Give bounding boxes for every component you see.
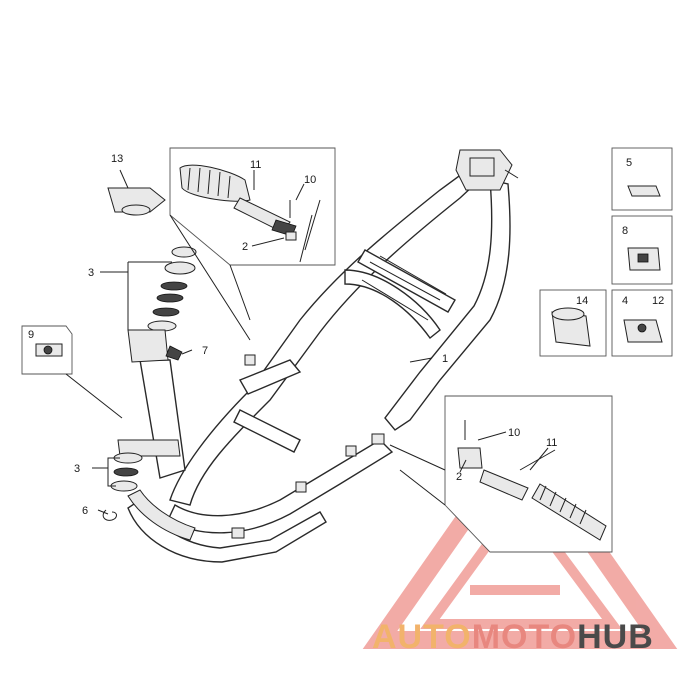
watermark-hub: HUB <box>577 618 654 656</box>
main-frame <box>117 149 519 563</box>
callout-1: 1 <box>442 353 448 365</box>
callout-11-upper: 11 <box>250 159 261 171</box>
detail-box-9 <box>21 325 123 419</box>
callout-5: 5 <box>626 157 632 169</box>
callout-12: 12 <box>652 295 664 307</box>
callout-2-upper: 2 <box>242 241 248 253</box>
callout-10-upper: 10 <box>304 174 316 186</box>
svg-text:AUTOMOTOHUB: AUTOMOTOHUB <box>372 618 654 656</box>
callout-3-lower: 3 <box>74 463 80 475</box>
leader-lines <box>92 169 549 515</box>
part-box-8 <box>611 215 673 285</box>
part-box-4-12 <box>611 289 673 357</box>
part-box-5 <box>611 147 673 211</box>
watermark-wordmark: AUTOMOTOHUB <box>372 618 654 656</box>
part-box-14 <box>539 289 607 357</box>
callout-labels: 13 11 10 2 3 9 7 1 3 6 10 11 2 5 8 14 4 … <box>28 153 664 517</box>
callout-9: 9 <box>28 329 34 341</box>
callout-14: 14 <box>576 295 588 307</box>
detail-box-footrest-upper <box>169 147 336 341</box>
callout-8: 8 <box>622 225 628 237</box>
detail-box-footrest-lower <box>389 395 613 553</box>
callout-4: 4 <box>622 295 628 307</box>
callout-6: 6 <box>82 505 88 517</box>
watermark-auto: AUTO <box>372 618 472 656</box>
steering-bearing-stack-lower <box>102 452 143 521</box>
callout-11-lower: 11 <box>546 437 557 449</box>
watermark-moto: MOTO <box>472 618 577 656</box>
callout-2-lower: 2 <box>456 471 462 483</box>
callout-13: 13 <box>111 153 123 165</box>
callout-10-lower: 10 <box>508 427 520 439</box>
callout-7: 7 <box>202 345 208 357</box>
callout-3-upper: 3 <box>88 267 94 279</box>
steering-bearing-stack-upper <box>107 187 197 363</box>
